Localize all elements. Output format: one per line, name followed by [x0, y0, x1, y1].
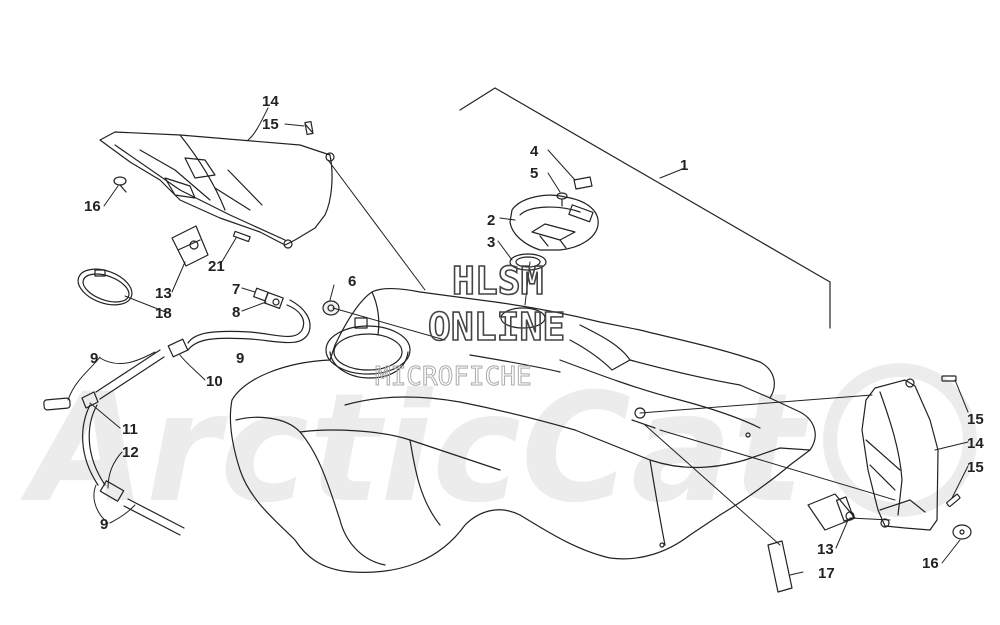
left-side-panel: [99, 131, 335, 249]
callout-9-mid: 9: [236, 350, 244, 367]
callout-1: 1: [680, 157, 688, 174]
screw-15-right-top: [941, 375, 957, 382]
grommet-16-right: [952, 524, 972, 540]
callout-13-left: 13: [155, 285, 172, 302]
plug-9: [43, 397, 71, 411]
bracket-13-right: [807, 493, 856, 531]
callout-15-right-bottom: 15: [967, 459, 984, 476]
watermark: HLSM ONLINE MICROFICHE: [375, 258, 567, 392]
decal-4: [573, 176, 593, 190]
callout-11: 11: [122, 421, 138, 438]
callout-16-left: 16: [84, 198, 101, 215]
callout-17: 17: [818, 565, 835, 582]
callout-3: 3: [487, 234, 495, 251]
callout-8: 8: [232, 304, 240, 321]
tee-11: [81, 391, 99, 409]
watermark-line3: MICROFICHE: [375, 362, 532, 392]
hose-clamp-18: [77, 268, 133, 306]
rivet-16-left: [113, 176, 127, 193]
screw-21: [232, 230, 251, 243]
grommet-6: [322, 300, 340, 316]
callout-15-left: 15: [262, 116, 279, 133]
callout-18: 18: [155, 305, 172, 322]
callout-10: 10: [206, 373, 223, 390]
callout-2: 2: [487, 212, 495, 229]
assembly-bracket-1: [459, 87, 831, 329]
hose-9-lower: [123, 498, 185, 536]
callout-14-left: 14: [262, 93, 279, 110]
callout-16-right: 16: [922, 555, 939, 572]
watermark-line2: ONLINE: [428, 305, 565, 349]
fuel-pump-cap: [509, 194, 599, 251]
hose-10: [167, 299, 311, 358]
fuel-tank: [229, 288, 816, 573]
callout-6: 6: [348, 273, 356, 290]
callout-21: 21: [208, 258, 225, 275]
foam-strip-17: [767, 540, 793, 593]
callout-14-right: 14: [967, 435, 984, 452]
callout-7: 7: [232, 281, 240, 298]
hose-9-upper: [95, 349, 165, 400]
pump-opening: [500, 307, 546, 329]
fitting-12: [99, 480, 125, 502]
hose-9-vertical: [82, 404, 106, 486]
filler-neck-opening: [325, 325, 411, 375]
background-logo: ArcticCat: [20, 362, 809, 536]
callout-5: 5: [530, 165, 538, 182]
screw-15-right-bottom: [946, 493, 961, 507]
callout-15-right-top: 15: [967, 411, 984, 428]
bracket-13-left: [171, 225, 209, 267]
callout-13-right: 13: [817, 541, 834, 558]
leader-lines: [67, 107, 969, 576]
watermark-line1: HLSM: [452, 259, 544, 303]
fitting-8: [263, 291, 284, 309]
callout-labels: 1 2 3 4 5 6 7 8 9 9 9 10 11 12 13 13 14 …: [84, 93, 984, 582]
screw-15-left: [304, 120, 314, 136]
right-side-panel: [861, 378, 939, 531]
gasket-3: [509, 253, 547, 271]
callout-9-top: 9: [90, 350, 98, 367]
background-logo-wheel: [823, 363, 977, 517]
callout-12: 12: [122, 444, 139, 461]
callout-9-bottom: 9: [100, 516, 108, 533]
screw-5: [556, 192, 568, 207]
callout-4: 4: [530, 143, 539, 160]
